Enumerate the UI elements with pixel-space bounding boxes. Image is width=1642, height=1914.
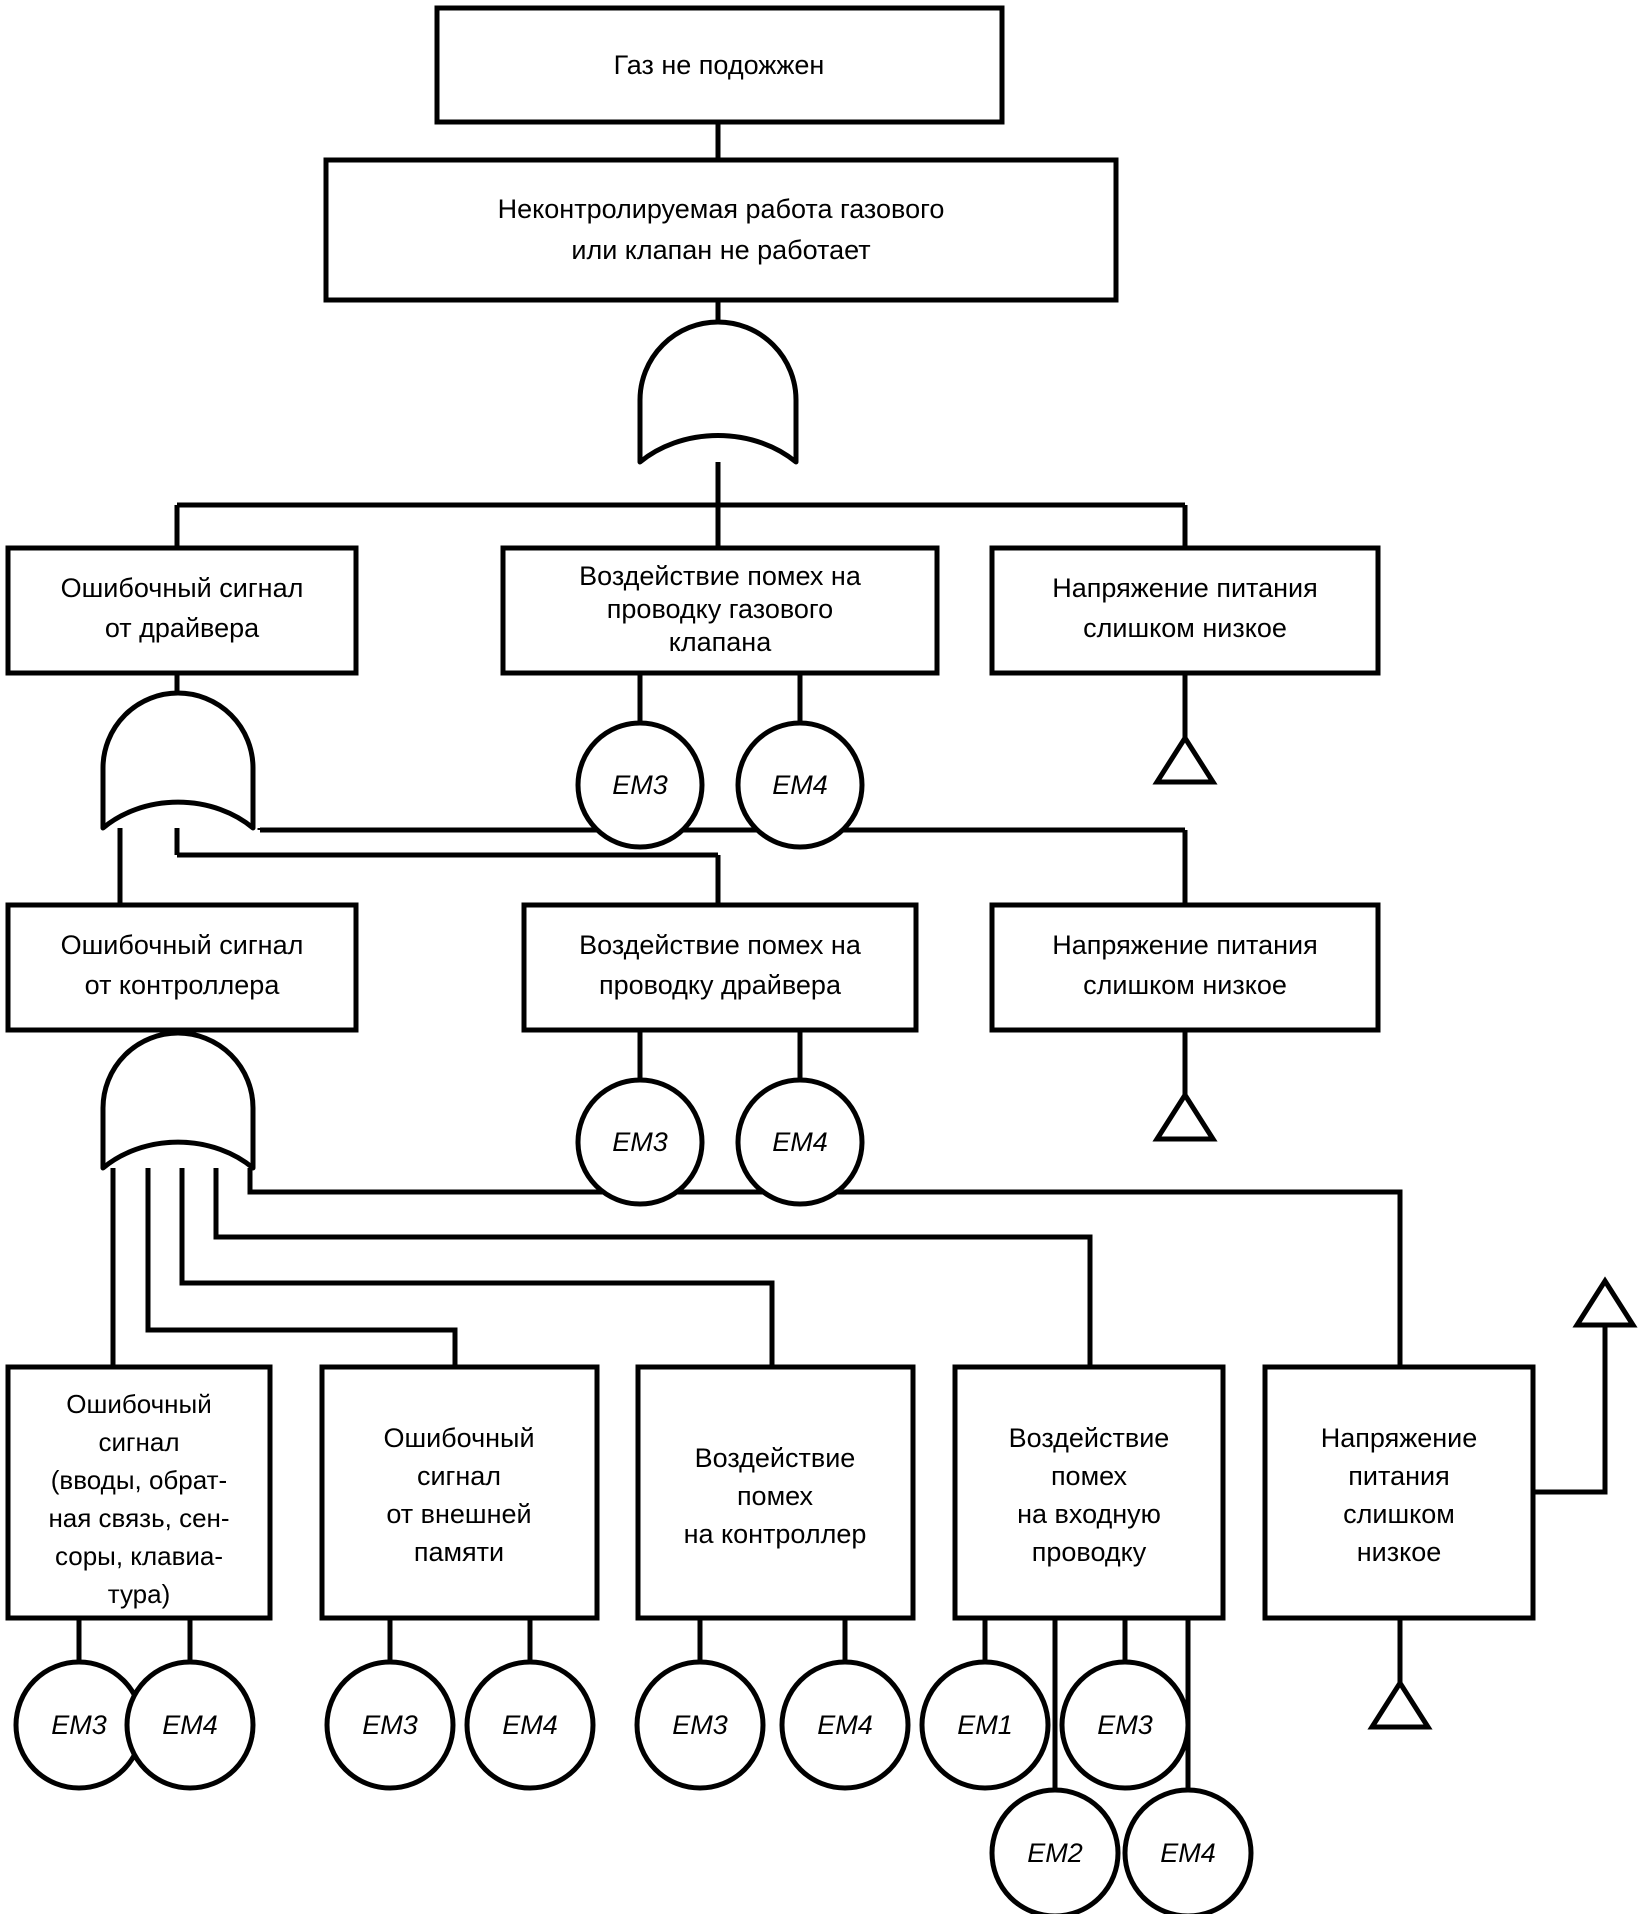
transfer-triangle-controller-supply[interactable] <box>1367 1678 1433 1730</box>
box-valve-uncontrolled-line-0: Неконтролируемая работа газового <box>498 194 945 224</box>
box-input-wiring-noise-line-1: помех <box>1051 1461 1128 1491</box>
box-input-error-signal-line-3: ная связь, сен- <box>48 1503 229 1533</box>
basic-event-inwire-em1[interactable]: EM1 <box>919 1659 1051 1791</box>
wire-transfer-in-right <box>1520 1325 1608 1495</box>
box-driver-wiring-noise-line-0: Воздействие помех на <box>579 930 862 960</box>
box-controller-supply-low-line-3: низкое <box>1357 1537 1442 1567</box>
box-controller-supply-low-line-0: Напряжение <box>1321 1423 1478 1453</box>
box-external-memory-error-line-2: от внешней <box>386 1499 531 1529</box>
box-driver-error-signal[interactable]: Ошибочный сигнал от драйвера <box>5 545 359 676</box>
box-input-error-signal-line-5: тура) <box>108 1579 171 1609</box>
basic-event-label: EM3 <box>612 1127 668 1157</box>
basic-event-label: EM3 <box>672 1710 728 1740</box>
box-top-event[interactable]: Газ не подожжен <box>434 5 1005 125</box>
basic-event-label: EM4 <box>502 1710 558 1740</box>
box-driver-supply-low[interactable]: Напряжение питания слишком низкое <box>989 902 1381 1033</box>
box-input-error-signal[interactable]: Ошибочный сигнал (вводы, обрат- ная связ… <box>5 1364 273 1621</box>
box-valve-wiring-noise[interactable]: Воздействие помех на проводку газового к… <box>500 545 940 676</box>
gate-controller-or[interactable] <box>100 1030 256 1171</box>
basic-event-input-error-em4[interactable]: EM4 <box>124 1659 256 1791</box>
wire-gate-driver-bus <box>117 827 1188 905</box>
box-input-error-signal-line-0: Ошибочный <box>66 1389 212 1419</box>
basic-event-label: EM3 <box>612 770 668 800</box>
box-controller-supply-low[interactable]: Напряжение питания слишком низкое <box>1262 1364 1536 1621</box>
wire-branch-inwire-noise <box>213 1168 1093 1367</box>
basic-event-valve-wiring-em3[interactable]: EM3 <box>575 720 705 850</box>
box-driver-error-signal-line-0: Ошибочный сигнал <box>61 573 304 603</box>
basic-event-label: EM1 <box>957 1710 1013 1740</box>
basic-event-label: EM3 <box>362 1710 418 1740</box>
gate-driver-or[interactable] <box>100 690 256 831</box>
basic-event-inwire-em4[interactable]: EM4 <box>1122 1787 1254 1914</box>
box-controller-noise-line-0: Воздействие <box>695 1443 856 1473</box>
wire-branch-ctrl-noise <box>179 1168 775 1367</box>
box-driver-wiring-noise[interactable]: Воздействие помех на проводку драйвера <box>521 902 919 1033</box>
box-controller-noise-line-1: помех <box>737 1481 814 1511</box>
basic-event-ctrl-noise-em3[interactable]: EM3 <box>634 1659 766 1791</box>
box-valve-supply-low-line-1: слишком низкое <box>1083 613 1287 643</box>
box-valve-supply-low[interactable]: Напряжение питания слишком низкое <box>989 545 1381 676</box>
basic-event-label: EM4 <box>772 1127 828 1157</box>
box-valve-uncontrolled[interactable]: Неконтролируемая работа газового или кла… <box>323 157 1119 303</box>
wire-gate-top-bus <box>177 462 1185 508</box>
basic-event-label: EM2 <box>1027 1838 1083 1868</box>
basic-event-label: EM4 <box>1160 1838 1216 1868</box>
basic-event-input-error-em3[interactable]: EM3 <box>13 1659 145 1791</box>
basic-event-label: EM3 <box>1097 1710 1153 1740</box>
box-driver-supply-low-line-0: Напряжение питания <box>1052 930 1317 960</box>
box-driver-supply-low-line-1: слишком низкое <box>1083 970 1287 1000</box>
box-external-memory-error-line-0: Ошибочный <box>383 1423 534 1453</box>
box-controller-noise[interactable]: Воздействие помех на контроллер <box>635 1364 916 1621</box>
basic-event-driver-wiring-em3[interactable]: EM3 <box>575 1077 705 1207</box>
basic-event-inwire-em3[interactable]: EM3 <box>1059 1659 1191 1791</box>
basic-event-label: EM4 <box>817 1710 873 1740</box>
box-valve-supply-low-line-0: Напряжение питания <box>1052 573 1317 603</box>
box-input-error-signal-line-2: (вводы, обрат- <box>51 1465 227 1495</box>
box-external-memory-error[interactable]: Ошибочный сигнал от внешней памяти <box>319 1364 600 1621</box>
box-input-wiring-noise-line-3: проводку <box>1032 1537 1147 1567</box>
transfer-triangle-valve-supply[interactable] <box>1152 733 1218 785</box>
box-input-error-signal-line-4: соры, клавиа- <box>55 1541 223 1571</box>
wire-branch-extmem <box>145 1168 458 1367</box>
box-driver-wiring-noise-line-1: проводку драйвера <box>599 970 842 1000</box>
box-driver-error-signal-line-1: от драйвера <box>105 613 260 643</box>
box-valve-uncontrolled-line-1: или клапан не работает <box>571 235 870 265</box>
basic-event-label: EM3 <box>51 1710 107 1740</box>
box-controller-noise-line-2: на контроллер <box>684 1519 867 1549</box>
box-controller-error-signal[interactable]: Ошибочный сигнал от контроллера <box>5 902 359 1033</box>
box-valve-wiring-noise-line-0: Воздействие помех на <box>579 561 862 591</box>
box-input-error-signal-line-1: сигнал <box>99 1427 180 1457</box>
basic-event-inwire-em2[interactable]: EM2 <box>989 1787 1121 1914</box>
basic-event-valve-wiring-em4[interactable]: EM4 <box>735 720 865 850</box>
box-input-wiring-noise-line-2: на входную <box>1017 1499 1161 1529</box>
box-input-wiring-noise-line-0: Воздействие <box>1009 1423 1170 1453</box>
basic-event-ctrl-noise-em4[interactable]: EM4 <box>779 1659 911 1791</box>
basic-event-label: EM4 <box>772 770 828 800</box>
box-external-memory-error-line-3: памяти <box>414 1537 504 1567</box>
box-controller-error-signal-line-0: Ошибочный сигнал <box>61 930 304 960</box>
basic-event-extmem-em3[interactable]: EM3 <box>324 1659 456 1791</box>
basic-event-extmem-em4[interactable]: EM4 <box>464 1659 596 1791</box>
box-controller-supply-low-line-1: питания <box>1348 1461 1449 1491</box>
gate-top-or[interactable] <box>637 319 799 465</box>
basic-event-driver-wiring-em4[interactable]: EM4 <box>735 1077 865 1207</box>
box-valve-wiring-noise-line-1: проводку газового <box>607 594 833 624</box>
box-top-event-line-0: Газ не подожжен <box>614 50 825 80</box>
box-external-memory-error-line-1: сигнал <box>417 1461 501 1491</box>
transfer-triangle-in-right[interactable] <box>1572 1276 1638 1328</box>
box-controller-error-signal-line-1: от контроллера <box>85 970 281 1000</box>
box-valve-wiring-noise-line-2: клапана <box>669 627 772 657</box>
transfer-triangle-driver-supply[interactable] <box>1152 1090 1218 1142</box>
box-controller-supply-low-line-2: слишком <box>1343 1499 1455 1529</box>
box-input-wiring-noise[interactable]: Воздействие помех на входную проводку <box>952 1364 1226 1621</box>
basic-event-label: EM4 <box>162 1710 218 1740</box>
